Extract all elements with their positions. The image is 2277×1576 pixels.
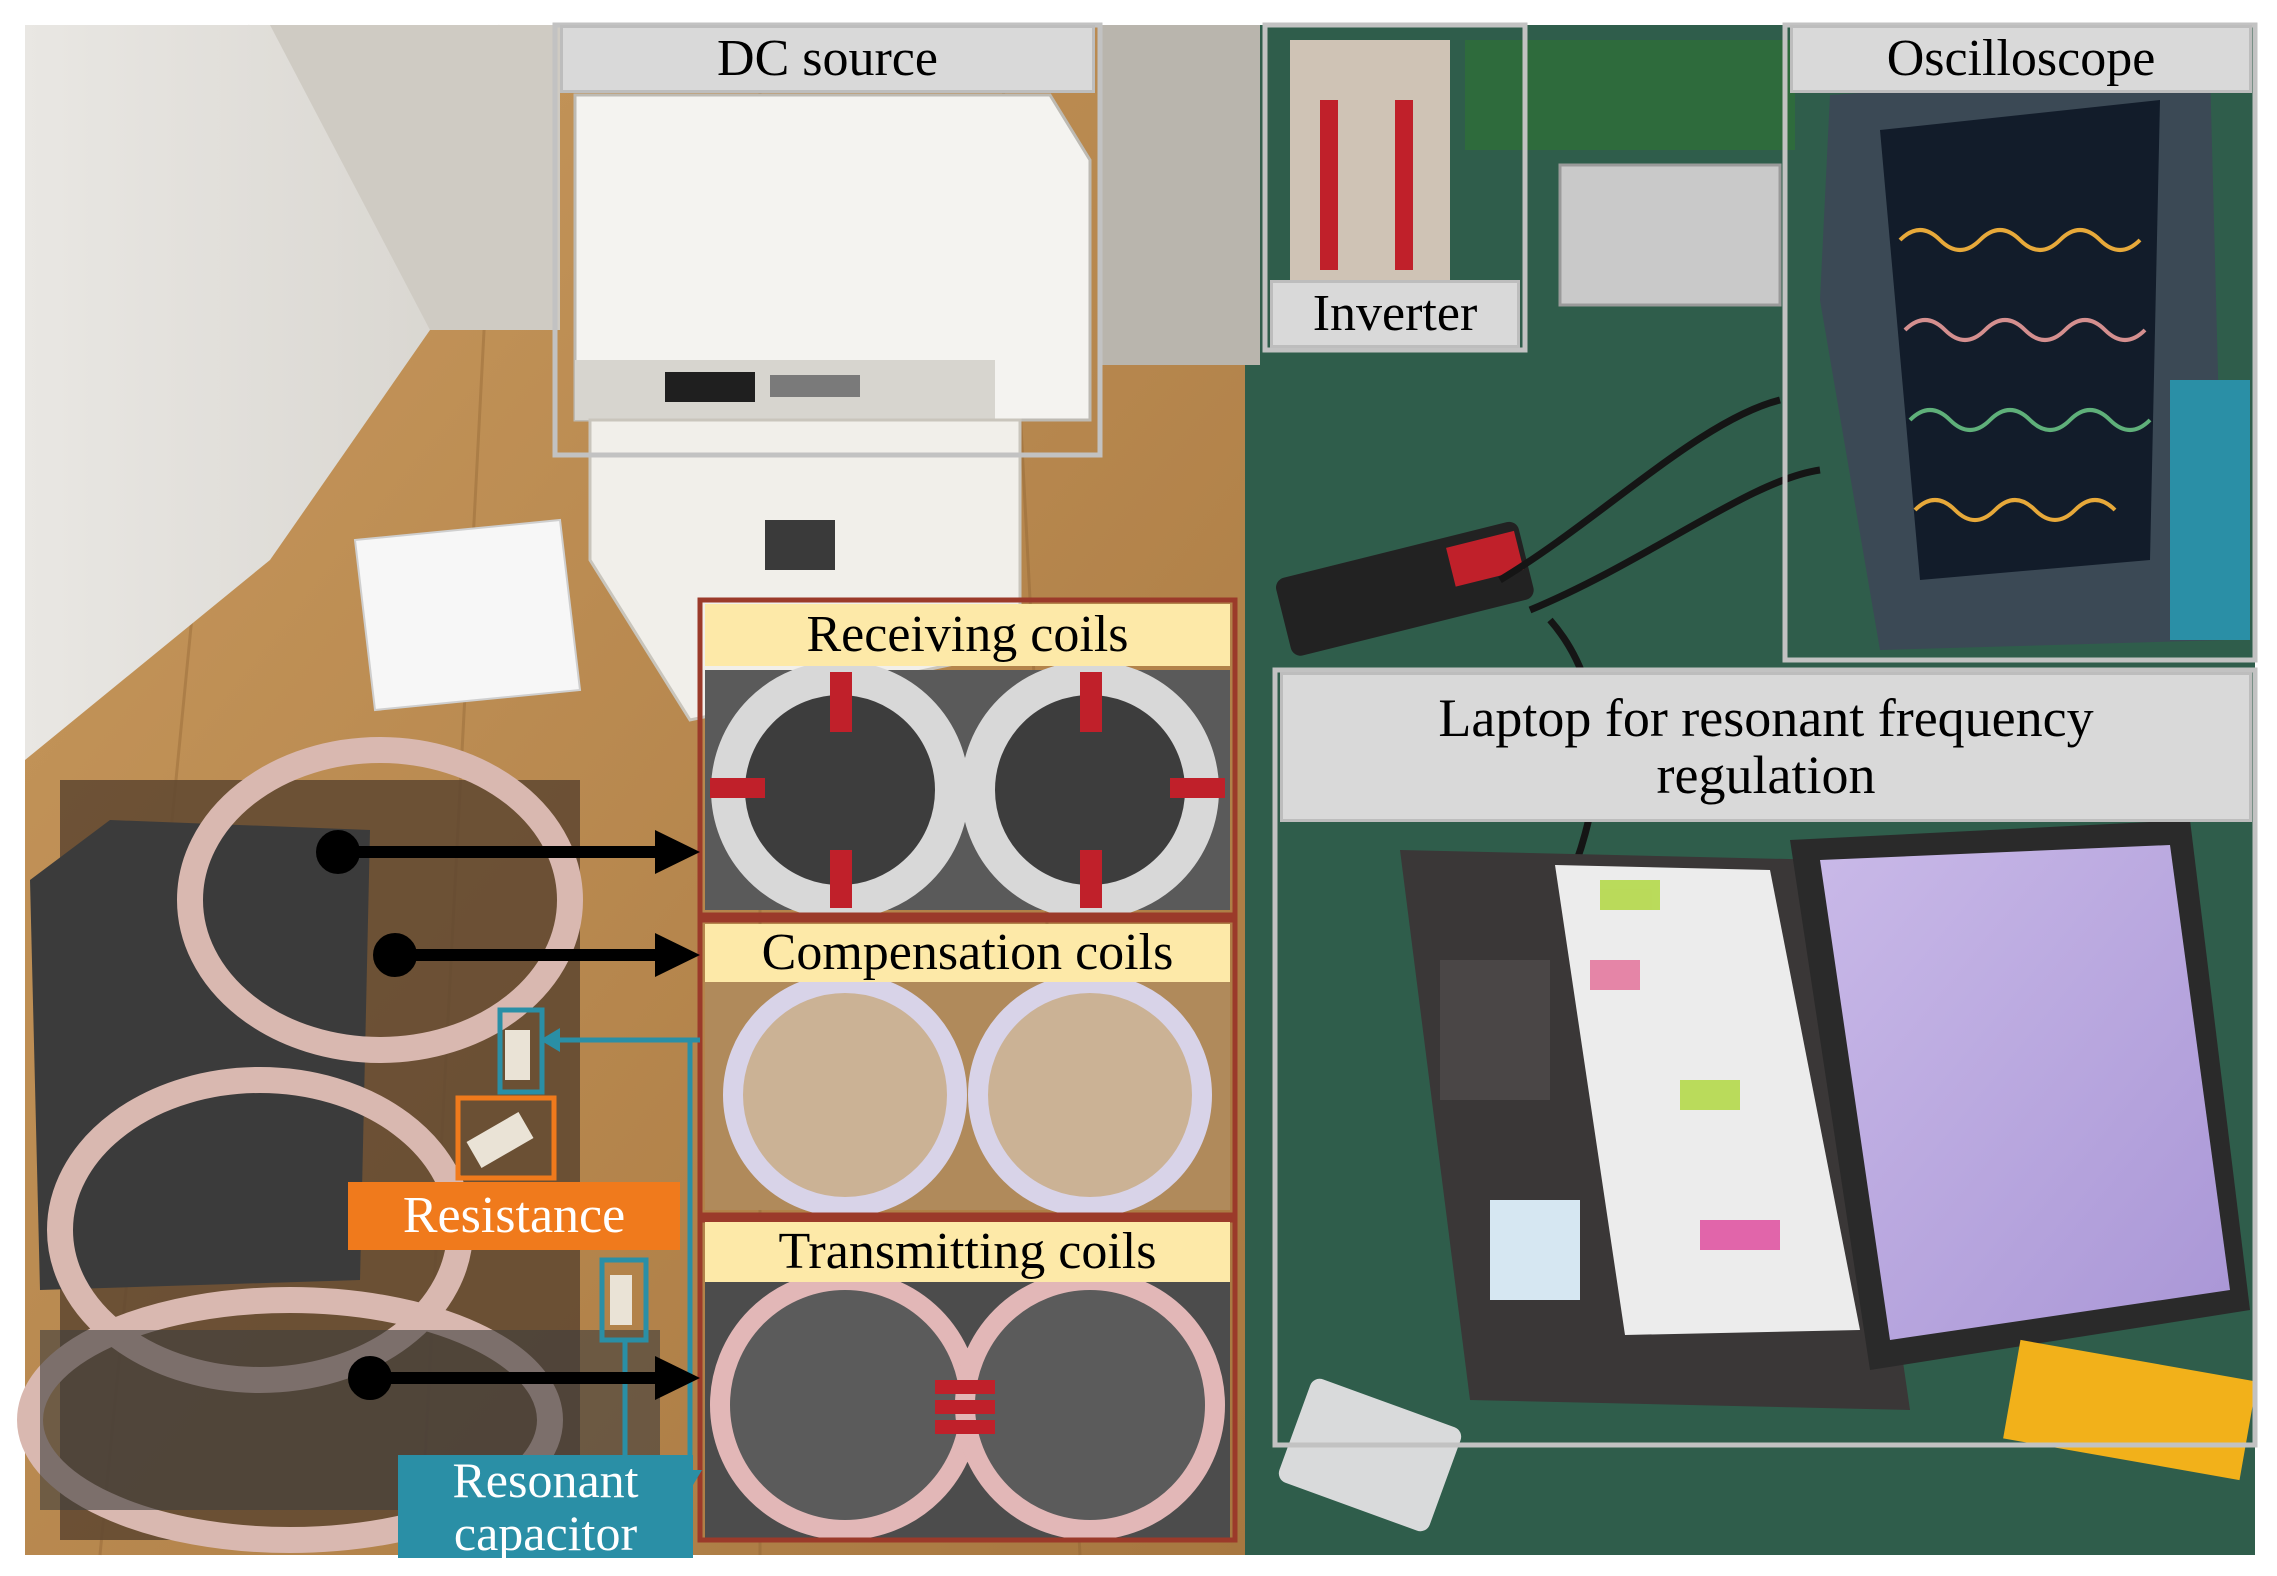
capacitor-box-1 <box>497 1007 545 1095</box>
resistance-label: Resistance <box>348 1182 680 1250</box>
inverter-board <box>1290 40 1450 280</box>
resistance-box <box>455 1095 557 1181</box>
arrow-transmitting <box>348 1356 700 1400</box>
inverter-frame <box>1262 22 1528 353</box>
power-adapter <box>1278 1378 1462 1532</box>
compensation-coils-frame <box>697 917 1238 1218</box>
laptop-frame <box>1272 667 2258 1448</box>
receiving-coils-frame <box>697 597 1238 918</box>
laptop-label-line2: regulation <box>1656 745 1876 805</box>
receiving-coils-label: Receiving coils <box>705 604 1230 666</box>
resonant-capacitor-label: Resonant capacitor <box>398 1452 693 1561</box>
oscilloscope-label: Oscilloscope <box>1790 25 2252 93</box>
arrow-compensation <box>373 933 700 977</box>
inverter-label: Inverter <box>1270 280 1520 348</box>
oscilloscope-screen <box>1880 100 2160 580</box>
capacitor-label-line1: Resonant <box>452 1452 639 1508</box>
capacitor-label-line2: capacitor <box>453 1504 638 1561</box>
transmitting-coils-frame <box>697 1217 1238 1543</box>
laptop-label-line1: Laptop for resonant frequency <box>1438 688 2094 749</box>
dc-source-label: DC source <box>560 25 1095 93</box>
floor-coil-1 <box>177 737 583 1063</box>
power-supply <box>1558 163 1782 307</box>
laptop-label: Laptop for resonant frequency regulation <box>1280 672 2252 822</box>
ferrite-plate <box>30 820 370 1290</box>
arrow-receiving <box>316 830 700 874</box>
compensation-coils-label: Compensation coils <box>705 924 1230 982</box>
transmitting-coils-label: Transmitting coils <box>705 1222 1230 1282</box>
